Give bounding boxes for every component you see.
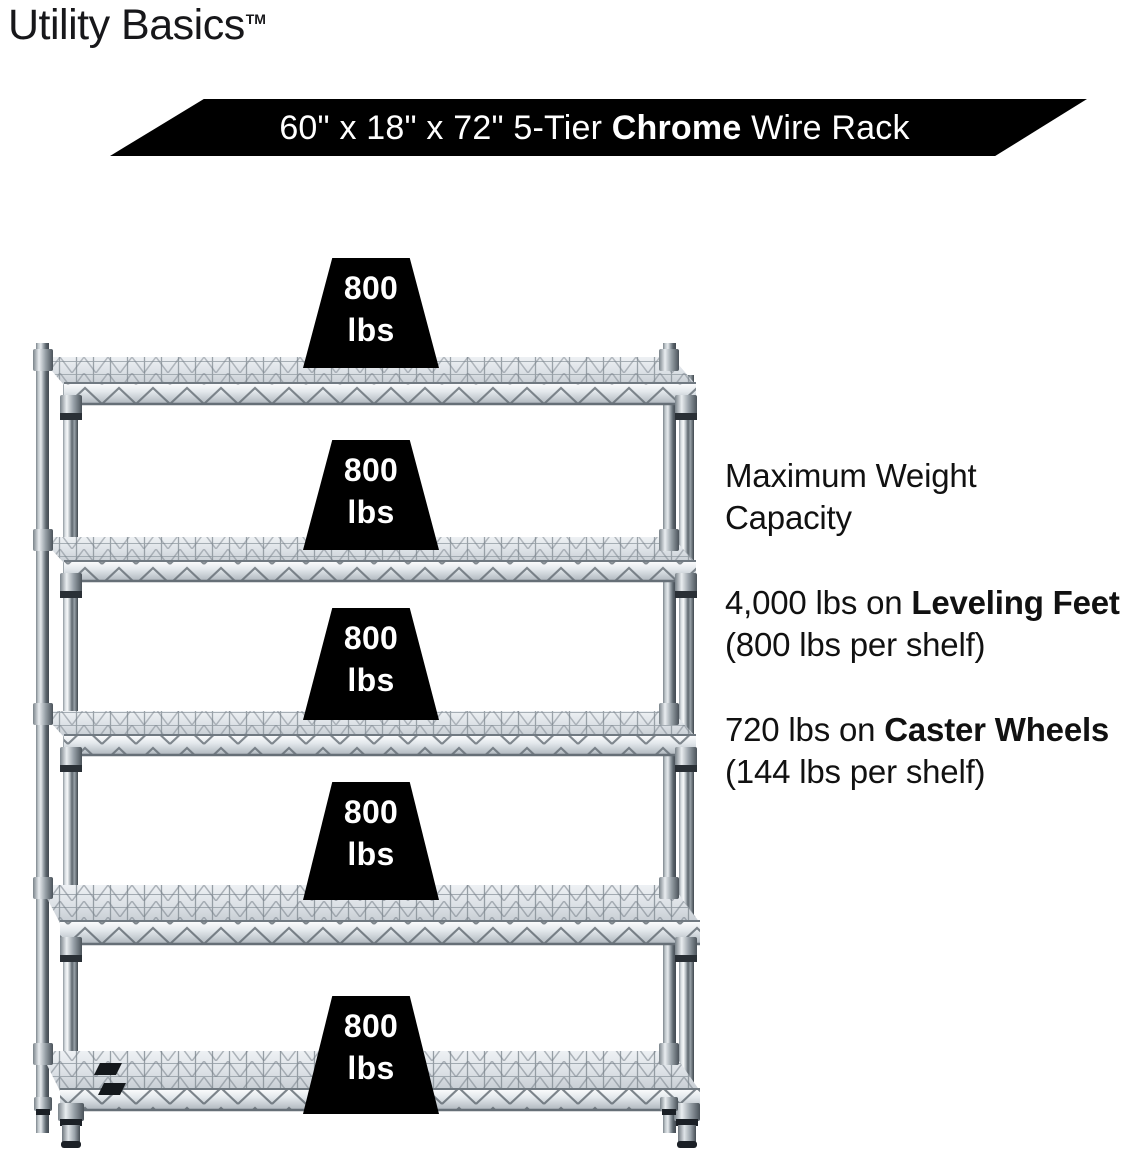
spacer	[725, 665, 1123, 709]
trademark-symbol: TM	[245, 10, 266, 27]
capacity-heading-line1: Maximum Weight	[725, 457, 977, 494]
capacity-badge-shelf-2[interactable]: 800 lbs	[303, 440, 439, 550]
caster-detail: (144 lbs per shelf)	[725, 752, 986, 790]
caster-wheels-capacity: 720 lbs on Caster Wheels (144 lbs per sh…	[725, 709, 1123, 792]
badge-weight-value: 800	[343, 452, 399, 488]
capacity-badge-shelf-1[interactable]: 800 lbs	[303, 258, 439, 368]
badge-label-group: 800 lbs	[303, 608, 439, 698]
leveling-foot-rear-right	[660, 1097, 678, 1115]
caster-amount: 720 lbs on	[725, 711, 885, 749]
badge-weight-value: 800	[343, 270, 399, 306]
title-finish: Chrome	[611, 108, 742, 147]
badge-weight-unit: lbs	[347, 662, 395, 699]
caster-emphasis: Caster Wheels	[884, 711, 1110, 749]
spacer	[725, 538, 1123, 582]
badge-weight-unit: lbs	[347, 836, 395, 873]
badge-label-group: 800 lbs	[303, 782, 439, 872]
title-dimensions: 60" x 18" x 72" 5-Tier	[279, 108, 612, 147]
badge-label-group: 800 lbs	[303, 996, 439, 1086]
badge-weight-unit: lbs	[347, 1050, 395, 1087]
capacity-heading: Maximum Weight Capacity	[725, 455, 1123, 538]
product-title-text: 60" x 18" x 72" 5-Tier Chrome Wire Rack	[279, 111, 909, 145]
badge-label-group: 800 lbs	[303, 440, 439, 530]
brand-name: Utility Basics	[8, 1, 245, 49]
leveling-feet-capacity: 4,000 lbs on Leveling Feet (800 lbs per …	[725, 582, 1123, 665]
badge-weight-unit: lbs	[347, 494, 395, 531]
capacity-badge-shelf-4[interactable]: 800 lbs	[303, 782, 439, 900]
weight-capacity-info: Maximum Weight Capacity 4,000 lbs on Lev…	[725, 455, 1123, 792]
brand-logo: Utility BasicsTM	[8, 1, 266, 49]
badge-weight-value: 800	[343, 794, 399, 830]
leveling-detail: (800 lbs per shelf)	[725, 625, 986, 663]
leveling-emphasis: Leveling Feet	[911, 584, 1120, 622]
leveling-foot-front-left	[58, 1103, 84, 1148]
badge-weight-value: 800	[343, 1008, 399, 1044]
leveling-foot-rear-left	[34, 1097, 52, 1115]
product-title-banner: 60" x 18" x 72" 5-Tier Chrome Wire Rack	[110, 99, 1087, 156]
capacity-heading-line2: Capacity	[725, 498, 852, 536]
capacity-badge-shelf-5[interactable]: 800 lbs	[303, 996, 439, 1114]
capacity-badge-shelf-3[interactable]: 800 lbs	[303, 608, 439, 720]
badge-label-group: 800 lbs	[303, 258, 439, 348]
leveling-amount: 4,000 lbs on	[725, 584, 912, 622]
badge-weight-unit: lbs	[347, 312, 395, 349]
leveling-foot-front-right	[674, 1103, 700, 1148]
badge-weight-value: 800	[343, 620, 399, 656]
title-suffix: Wire Rack	[741, 108, 910, 147]
